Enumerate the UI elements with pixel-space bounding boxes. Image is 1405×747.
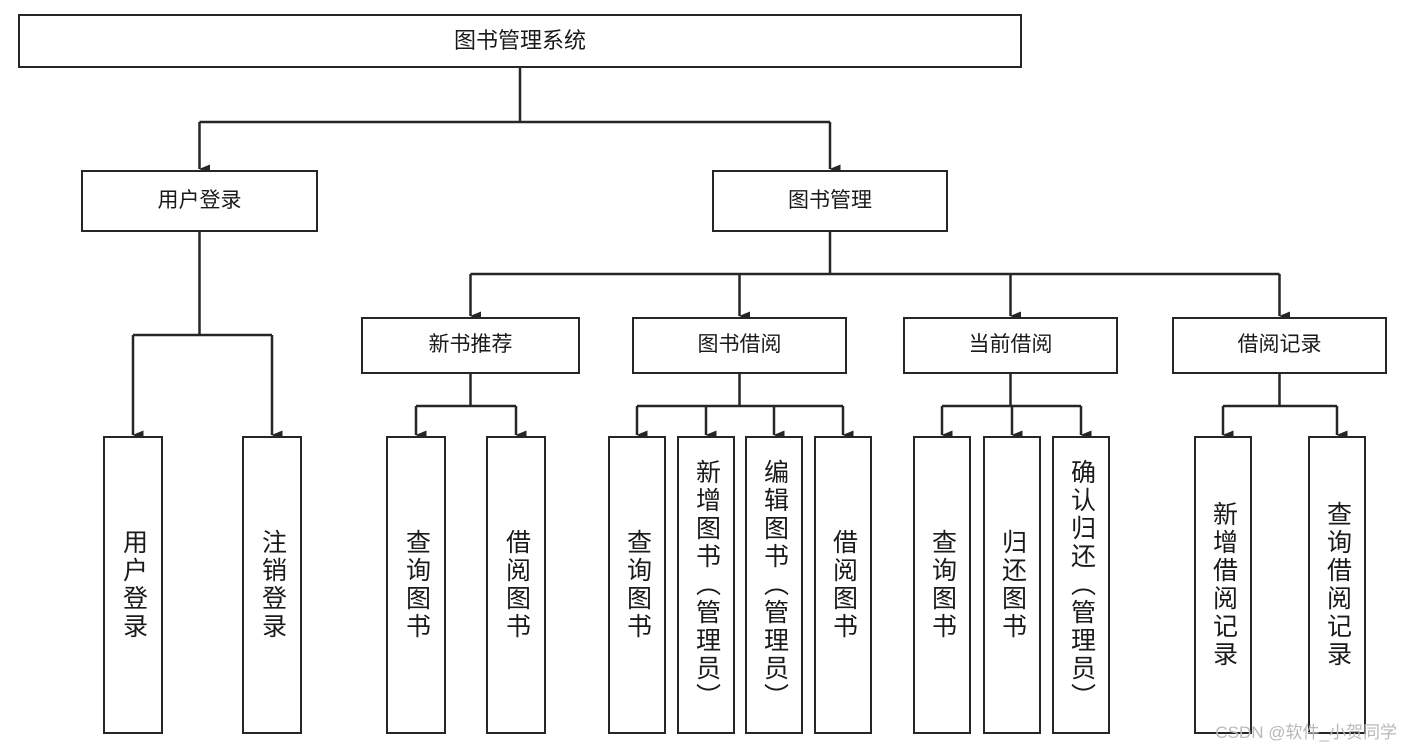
node-leaf-1[interactable]: 用户登录: [103, 436, 163, 734]
node-label: 编辑图书（管理员）: [760, 459, 789, 711]
node-label: 确认归还（管理员）: [1067, 459, 1096, 711]
node-leaf-11[interactable]: 确认归还（管理员）: [1052, 436, 1110, 734]
node-label: 查询图书: [928, 529, 957, 641]
node-label: 查询借阅记录: [1323, 501, 1352, 669]
node-leaf-4[interactable]: 借阅图书: [486, 436, 546, 734]
node-label: 注销登录: [258, 529, 287, 641]
node-leaf-9[interactable]: 查询图书: [913, 436, 971, 734]
node-label: 借阅图书: [502, 529, 531, 641]
node-leaf-6[interactable]: 新增图书（管理员）: [677, 436, 735, 734]
node-label: 当前借阅: [968, 333, 1053, 357]
node-label: 用户登录: [119, 529, 148, 641]
node-label: 新书推荐: [428, 333, 513, 357]
node-label: 查询图书: [402, 529, 431, 641]
node-login[interactable]: 用户登录: [81, 170, 318, 232]
node-label: 借阅图书: [829, 529, 858, 641]
node-leaf-13[interactable]: 查询借阅记录: [1308, 436, 1366, 734]
node-label: 图书管理: [788, 188, 872, 212]
node-leaf-3[interactable]: 查询图书: [386, 436, 446, 734]
node-leaf-5[interactable]: 查询图书: [608, 436, 666, 734]
node-leaf-7[interactable]: 编辑图书（管理员）: [745, 436, 803, 734]
node-newbook[interactable]: 新书推荐: [361, 317, 580, 374]
node-label: 图书管理系统: [453, 28, 586, 54]
node-label: 查询图书: [623, 529, 652, 641]
node-leaf-10[interactable]: 归还图书: [983, 436, 1041, 734]
node-label: 新增借阅记录: [1209, 501, 1238, 669]
node-label: 借阅记录: [1237, 333, 1322, 357]
node-bookmgmt[interactable]: 图书管理: [712, 170, 948, 232]
node-leaf-2[interactable]: 注销登录: [242, 436, 302, 734]
node-current[interactable]: 当前借阅: [903, 317, 1118, 374]
node-label: 图书借阅: [697, 333, 782, 357]
node-root[interactable]: 图书管理系统: [18, 14, 1022, 68]
node-label: 归还图书: [998, 529, 1027, 641]
node-borrow[interactable]: 图书借阅: [632, 317, 847, 374]
node-leaf-12[interactable]: 新增借阅记录: [1194, 436, 1252, 734]
node-records[interactable]: 借阅记录: [1172, 317, 1387, 374]
node-leaf-8[interactable]: 借阅图书: [814, 436, 872, 734]
node-label: 新增图书（管理员）: [692, 459, 721, 711]
node-label: 用户登录: [157, 188, 242, 212]
edge-group: [131, 68, 1348, 440]
